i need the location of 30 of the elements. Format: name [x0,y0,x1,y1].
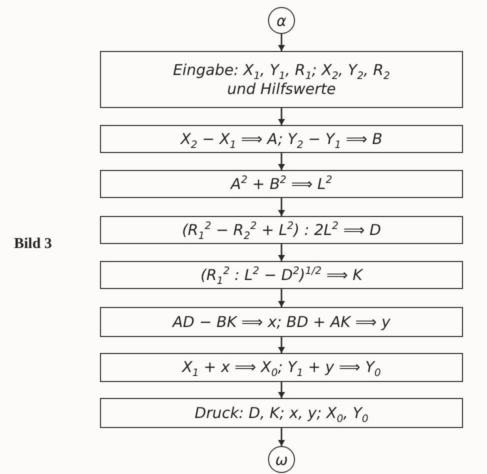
process-box [100,261,463,289]
figure-label: Bild 3 [14,236,52,253]
connector-circle [268,446,295,473]
formula-text: AD − BK ⟹ x; BD + AK ⟹ y [172,312,390,332]
process-box [100,170,463,198]
formula-text: Druck: D, K; x, y; X$_{0}$, Y$_{0}$ [194,404,368,422]
arrow [278,244,285,261]
formula-text: A$^{2}$ + B$^{2}$ ⟹ L$^{2}$ [230,174,332,194]
arrow [278,108,285,125]
formula-text: (R$_{1}$$^{2}$ : L$^{2}$ − D$^{2}$)$^{1/2}$ ⟹ K [200,266,362,284]
arrow [278,289,285,307]
connector-circle [268,7,295,34]
connector-label: α [276,12,286,30]
arrow [278,198,285,216]
process-box [100,51,463,108]
formula-text: X$_{2}$ − X$_{1}$ ⟹ A; Y$_{2}$ − Y$_{1}$ ⟹ B [180,130,382,148]
arrow [278,428,285,446]
arrow [278,153,285,170]
formula-text: Eingabe: X$_{1}$, Y$_{1}$, R$_{1}$; X$_{2}$, Y$_{2}$, R$_{2}$ und Hilfswerte [172,60,392,98]
formula-text: X$_{1}$ + x ⟹ X$_{0}$; Y$_{1}$ + y ⟹ Y$_{0}$ [182,358,381,377]
process-box [100,353,463,382]
formula-text: (R$_{1}$$^{2}$ − R$_{2}$$^{2}$ + L$^{2}$) : 2L$^{2}$ ⟹ D [182,220,382,240]
arrow [278,34,285,51]
process-box [100,307,463,337]
process-box [100,398,463,428]
process-box [100,216,463,244]
arrow [278,337,285,353]
process-box [100,125,463,153]
arrow [278,382,285,398]
connector-label: ω [275,450,288,468]
